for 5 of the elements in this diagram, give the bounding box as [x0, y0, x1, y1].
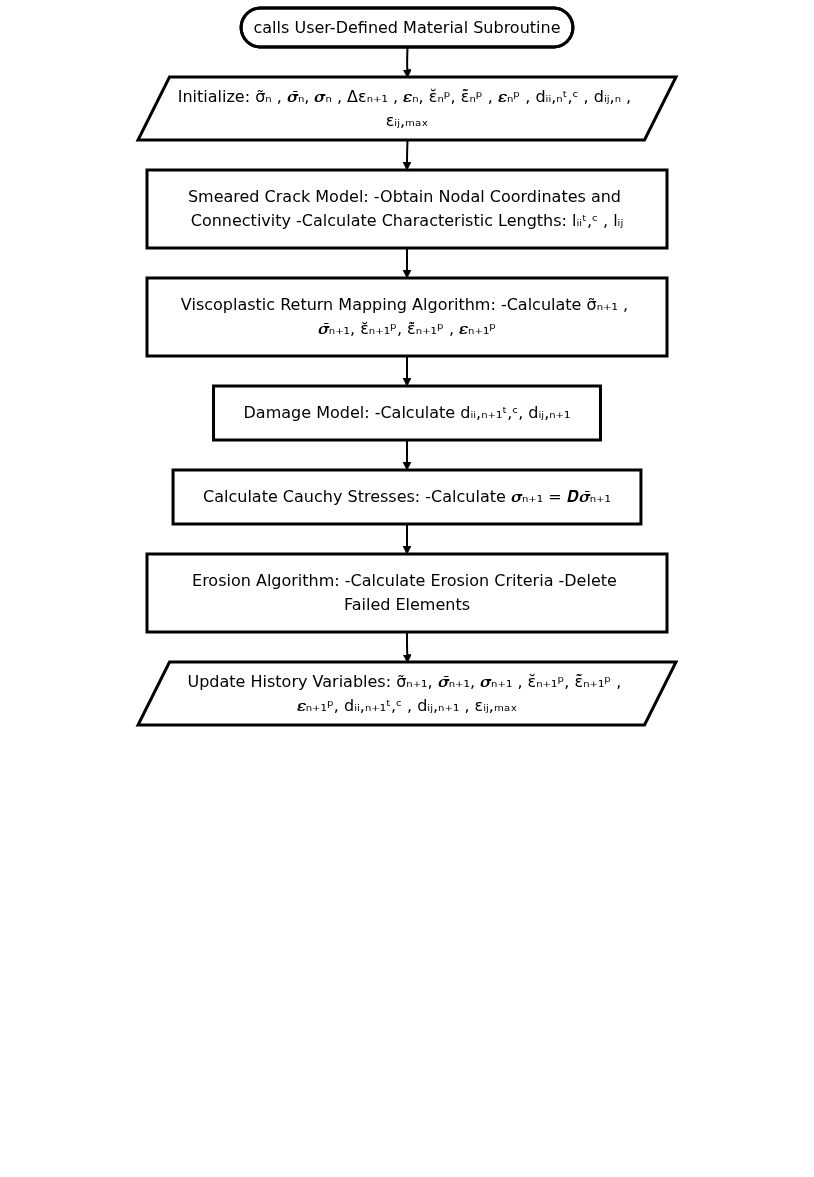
- node-box: Viscoplastic Return Mapping Algorithm: -Calculate σ̃ₙ₊₁ , 𝝈̄ₙ₊₁, ε̆ₙ₊₁ᵖ, ε̃̇ₙ₊₁ᵖ , 𝜺ₙ₊₁ᵖ: [145, 276, 669, 358]
- node-box: Damage Model: -Calculate dᵢᵢ,ₙ₊₁ᵗ,ᶜ, dᵢⱼ,ₙ₊₁: [212, 384, 602, 442]
- node-box: Erosion Algorithm: -Calculate Erosion Criteria -Delete Failed Elements: [145, 552, 669, 634]
- node-box: Calculate Cauchy Stresses: -Calculate 𝝈ₙ₊₁ = 𝑫𝝈̄ₙ₊₁: [171, 468, 643, 526]
- node-box: Smeared Crack Model: -Obtain Nodal Coordinates and Connectivity -Calculate Characteristic Lengths: lᵢᵢᵗ,ᶜ , lᵢⱼ: [145, 168, 669, 250]
